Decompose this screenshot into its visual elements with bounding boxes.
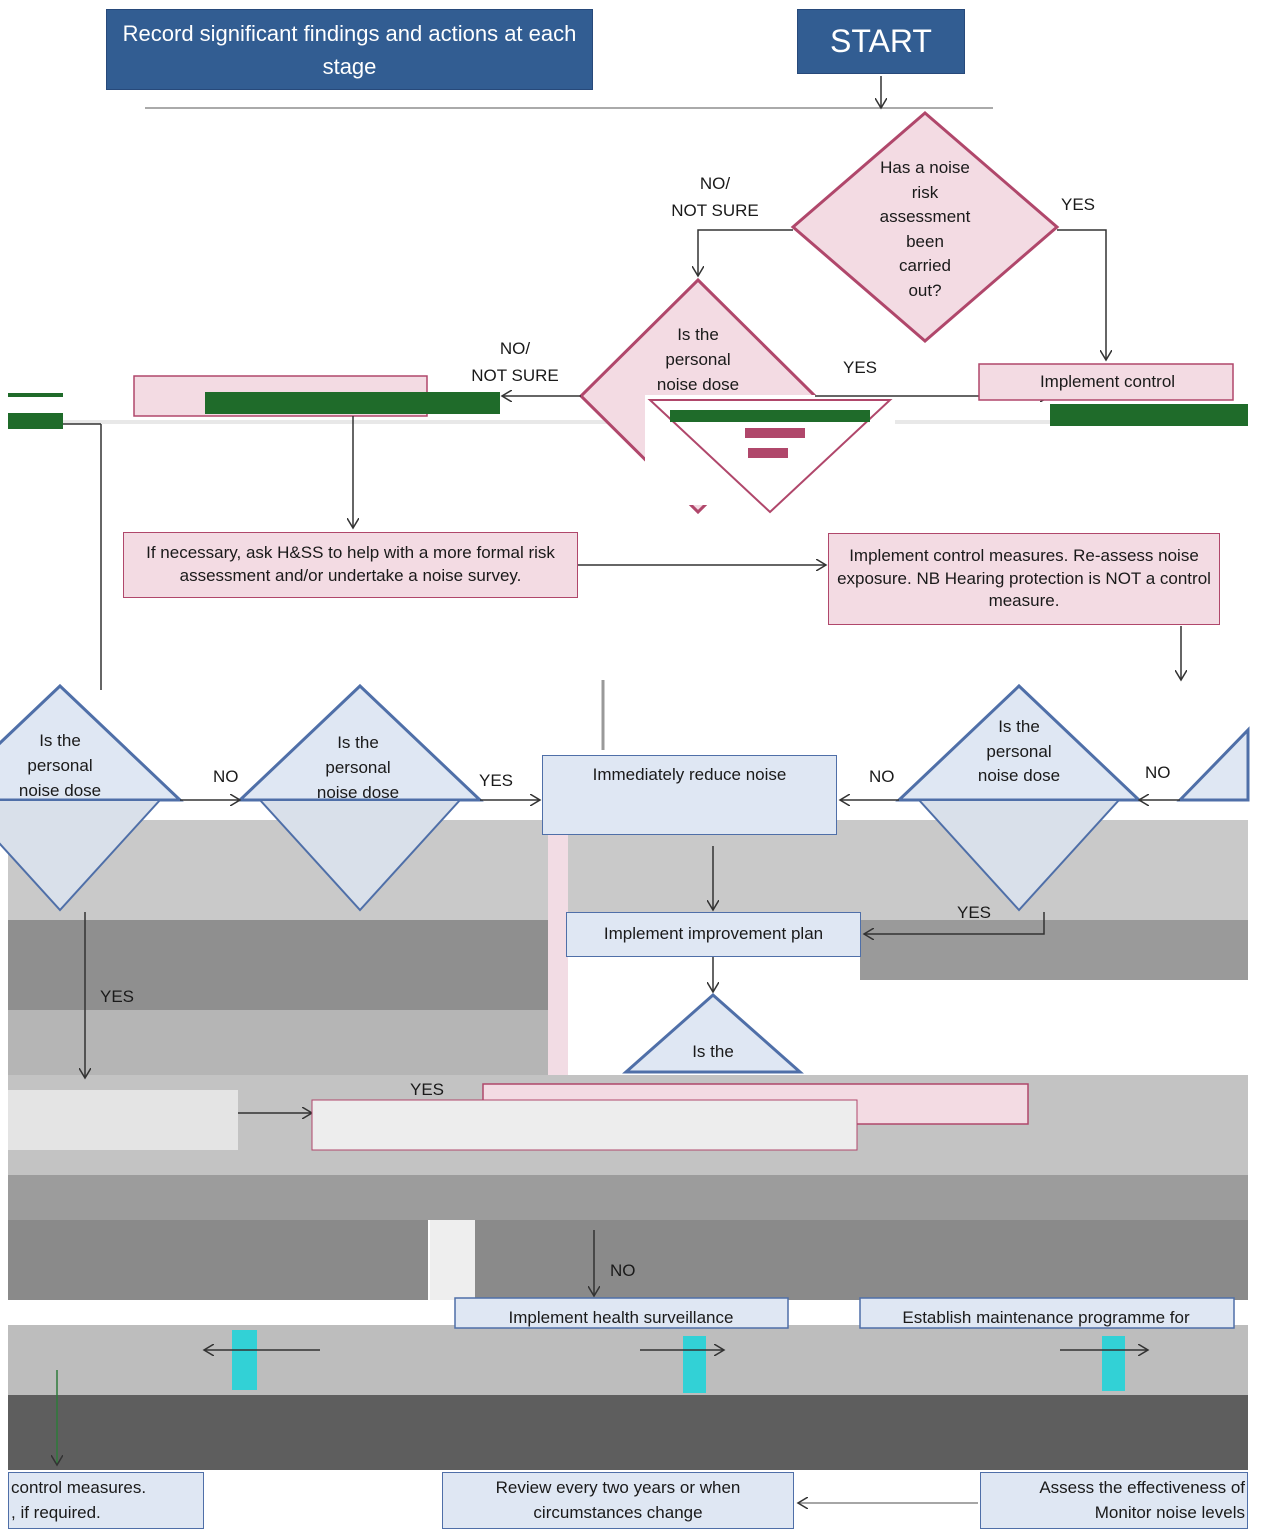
immediately-reduce-box: Immediately reduce noise — [542, 755, 837, 835]
decision-line: been — [906, 231, 944, 251]
decision-left-dose-b: Is the personal noise dose — [308, 730, 408, 800]
branch-line: NO/ — [499, 339, 531, 358]
maintenance-box: Establish maintenance programme for — [902, 1308, 1190, 1327]
branch-line: NOT SURE — [671, 201, 759, 220]
decision-line: Is the — [692, 1042, 734, 1061]
glitch-band — [475, 1220, 1248, 1300]
decision-risk-assessment: Has a noise risk assessment been carried… — [855, 156, 995, 303]
glitch-band — [8, 1395, 1248, 1470]
branch-label-no-not-sure: NO/ NOT SURE — [660, 170, 770, 224]
branch-label-yes: YES — [479, 771, 514, 790]
branch-label-no: NO — [869, 767, 895, 786]
box-line: circumstances change — [533, 1502, 703, 1522]
instruction-banner: Record significant findings and actions … — [106, 9, 593, 90]
improvement-plan-box: Implement improvement plan — [566, 912, 861, 957]
decision-line: risk — [911, 182, 939, 202]
decision-line: personal — [325, 758, 391, 777]
branch-label-yes: YES — [957, 903, 992, 922]
branch-label-yes: YES — [410, 1080, 445, 1099]
branch-line: NO/ — [699, 174, 731, 193]
decision-line: assessment — [879, 207, 971, 226]
decision-line: noise dose — [977, 766, 1061, 785]
ask-hss-text: If necessary, ask H&SS to help with a mo… — [146, 543, 555, 585]
branch-label-no-not-sure: NO/ NOT SURE — [460, 335, 570, 389]
decision-line: carried — [899, 256, 951, 275]
decision-diamond — [790, 111, 1060, 343]
box-line: Assess the effectiveness of — [1039, 1477, 1245, 1497]
glitch-band — [860, 920, 1248, 980]
decision-bottom-dose: Is the — [663, 1040, 763, 1064]
decision-right-dose: Is the personal noise dose — [969, 715, 1069, 800]
decision-line: noise dose — [316, 783, 400, 800]
branch-label-no: NO — [1145, 763, 1171, 782]
decision-line: noise dose — [18, 781, 102, 800]
decision-line: personal — [665, 350, 731, 369]
decision-line: noise dose — [656, 375, 740, 392]
decision-line: out? — [908, 280, 942, 300]
branch-label-yes: YES — [1061, 195, 1096, 214]
decision-left-dose-a: Is the personal noise dose — [10, 728, 110, 800]
immediately-reduce-text: Immediately reduce noise — [592, 765, 787, 784]
branch-label-yes: YES — [100, 987, 135, 1006]
box-line: Monitor noise levels — [1094, 1502, 1245, 1522]
decision-line: Has a noise — [880, 158, 970, 177]
box-line: , if required. — [11, 1502, 101, 1522]
review-box: Review every two years or when circumsta… — [442, 1472, 794, 1529]
branch-label-yes: YES — [843, 358, 878, 377]
improvement-plan-text: Implement improvement plan — [603, 924, 824, 944]
implement-control-reassess-box: Implement control measures. Re-assess no… — [828, 533, 1220, 625]
decision-line: Is the — [39, 731, 81, 750]
assess-effectiveness-box: Assess the effectiveness of Monitor nois… — [980, 1472, 1248, 1529]
glitch-band — [8, 1325, 1248, 1395]
decision-line: Is the — [677, 325, 719, 344]
decision-diamond — [622, 992, 804, 1074]
decision-line: personal — [27, 756, 93, 775]
glitch-band — [8, 1220, 428, 1300]
glitch-band — [548, 835, 568, 1075]
box-line: Review every two years or when — [495, 1477, 741, 1497]
decision-line: Is the — [337, 733, 379, 752]
decision-line: Is the — [998, 717, 1040, 736]
health-surveillance-box: Implement health surveillance — [508, 1308, 734, 1327]
start-node: START — [797, 9, 965, 74]
start-label: START — [830, 22, 932, 59]
implement-control-box: Implement control — [1039, 372, 1176, 391]
instruction-text: Record significant findings and actions … — [122, 20, 577, 79]
control-measures-box: control measures. , if required. — [8, 1472, 204, 1529]
branch-line: NOT SURE — [471, 366, 559, 385]
implement-control-reassess-text: Implement control measures. Re-assess no… — [837, 545, 1211, 611]
decision-personal-dose: Is the personal noise dose — [640, 322, 756, 392]
glitch-band — [8, 1175, 1248, 1220]
box-line: control measures. — [11, 1477, 147, 1497]
glitch-band — [8, 1010, 553, 1075]
decision-line: personal — [986, 741, 1052, 761]
branch-label-no: NO — [213, 767, 239, 786]
ask-hss-box: If necessary, ask H&SS to help with a mo… — [123, 532, 578, 598]
glitch-band — [8, 920, 553, 1010]
branch-label-no: NO — [610, 1261, 636, 1280]
